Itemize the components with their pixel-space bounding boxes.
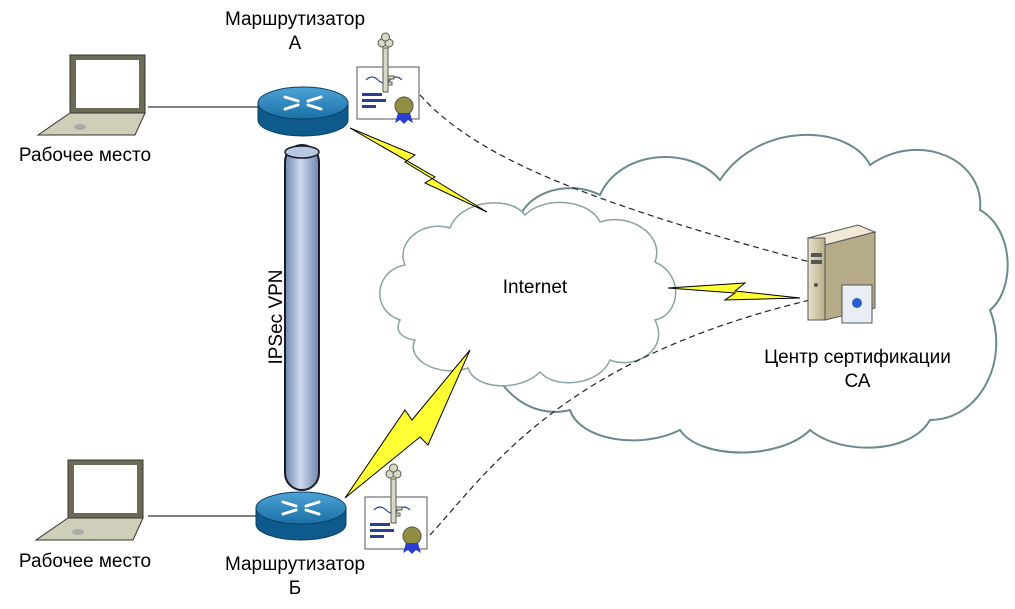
ca-server-icon	[806, 224, 877, 324]
lightning-ca	[667, 282, 801, 301]
laptop-bottom-icon	[34, 459, 144, 541]
internet-label: Internet	[502, 277, 568, 298]
workstation-bottom-label: Рабочее место	[18, 551, 152, 572]
ca-label-line2: СА	[844, 371, 871, 392]
router-a-icon	[257, 86, 349, 137]
workstation-top-label: Рабочее место	[18, 145, 152, 166]
lightning-router-b	[344, 349, 471, 499]
key-a-icon	[377, 32, 395, 93]
router-b-name-line2: Б	[288, 578, 302, 599]
tunnel-label: IPSec VPN	[266, 269, 287, 365]
internet-cloud	[379, 201, 677, 387]
router-a-name-line1: Маршрутизатор	[224, 9, 366, 30]
router-b-name-line1: Маршрутизатор	[224, 554, 366, 575]
router-b-icon	[255, 491, 347, 541]
lightning-router-a	[349, 127, 488, 213]
cert-line-a	[419, 94, 811, 263]
key-b-icon	[385, 463, 403, 524]
router-b-label: Маршрутизатор Б	[200, 553, 390, 601]
router-a-label: Маршрутизатор А	[200, 8, 390, 56]
laptop-top-icon	[36, 54, 146, 136]
ca-label: Центр сертификации СА	[725, 346, 990, 394]
ca-label-line1: Центр сертификации	[764, 347, 951, 368]
ipsec-tunnel	[284, 144, 320, 491]
router-a-name-line2: А	[288, 33, 302, 54]
